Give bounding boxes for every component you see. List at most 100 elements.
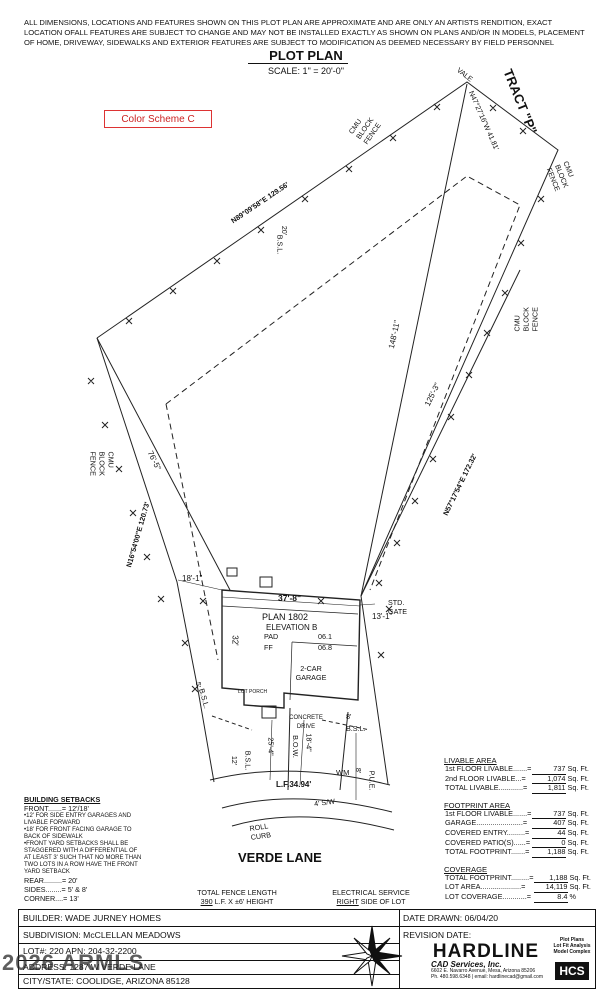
scale-label: SCALE: 1" = 20'-0" bbox=[268, 66, 344, 76]
subdivision-field: SUBDIVISION: McCLELLAN MEADOWS bbox=[23, 930, 181, 940]
date-drawn-field: DATE DRAWN: 06/04/20 bbox=[403, 913, 499, 923]
setback-corner: CORNER....= 13' bbox=[24, 894, 79, 903]
pad-label: PAD bbox=[264, 632, 279, 641]
walk bbox=[261, 705, 277, 719]
logo-sub: CAD Services, Inc. 6602 E. Navarro Avenu… bbox=[431, 960, 543, 981]
north-arrow bbox=[341, 925, 403, 987]
electrical-text: SIDE OF LOT bbox=[360, 897, 406, 906]
title-block: BUILDER: WADE JURNEY HOMES SUBDIVISION: … bbox=[18, 909, 596, 989]
bsl-bottom-left: B.S.L. bbox=[243, 750, 253, 771]
sidewalk-line bbox=[221, 798, 393, 813]
lot-field: LOT#: 220 APN: 204-32-2200 bbox=[23, 946, 137, 956]
setback-note-1: •12' FOR SIDE ENTRY GARAGES AND LIVABLE … bbox=[24, 813, 132, 826]
lot-boundary-left bbox=[96, 337, 215, 783]
roll-curb-label: ROLL CURB bbox=[248, 821, 272, 842]
hcs-logo: HCS bbox=[555, 962, 589, 980]
address-field: ADDRESS: 1287 W VERDE LANE bbox=[23, 962, 156, 972]
electrical-side: RIGHT bbox=[336, 897, 359, 906]
concrete-drive-label: CONCRETE DRIVE bbox=[289, 715, 323, 730]
bow-label: B.O.W. bbox=[290, 735, 300, 758]
diag-left bbox=[96, 337, 231, 591]
driveway-right bbox=[339, 711, 349, 791]
pue-label: P.U.E. bbox=[367, 770, 377, 791]
std-gate-label: STD. GATE bbox=[388, 598, 408, 616]
livable-heading: LIVABLE AREA bbox=[444, 756, 497, 765]
bsl-dashed-left bbox=[165, 403, 219, 661]
setback-note-2: •18' FOR FRONT FACING GARAGE TO BACK OF … bbox=[24, 827, 132, 840]
setback-rear: REAR.........= 20' bbox=[24, 876, 78, 885]
right-setback-dim: 13'-1" bbox=[372, 612, 393, 621]
setback-front: FRONT.......= 12'/18' bbox=[24, 804, 89, 813]
lot-porch-label: LOT PORCH bbox=[238, 689, 268, 695]
fence-qty: 390 bbox=[200, 897, 213, 906]
lot-boundary bbox=[96, 81, 559, 785]
building-setbacks: BUILDING SETBACKS FRONT.......= 12'/18' … bbox=[24, 795, 144, 903]
driveway-left bbox=[287, 707, 291, 791]
table-row: LOT COVERAGE............=8.4% bbox=[445, 891, 576, 903]
setbacks-heading: BUILDING SETBACKS bbox=[24, 795, 101, 804]
garage-label: 2-CAR GARAGE bbox=[295, 664, 327, 682]
setback-note-3: •FRONT YARD SETBACKS SHALL BE STAGGERED … bbox=[24, 841, 142, 875]
house-width-dim: 37'-8" bbox=[278, 593, 302, 603]
street-line-2 bbox=[231, 816, 395, 831]
setback-sides: SIDES........= 5' & 8' bbox=[24, 885, 88, 894]
ff-value: 06.8 bbox=[318, 643, 332, 652]
house-plan-name: PLAN 1802 bbox=[262, 612, 309, 622]
drive-25-dim: 25'-4" bbox=[266, 737, 276, 756]
bsl-dashed bbox=[165, 175, 521, 591]
pad-value: 06.1 bbox=[318, 632, 332, 641]
diag-long bbox=[360, 83, 468, 597]
house-elevation: ELEVATION B bbox=[266, 623, 318, 632]
electrical-service: ELECTRICAL SERVICE RIGHT SIDE OF LOT bbox=[326, 888, 416, 906]
rear-bsl-label: B.S.L. bbox=[275, 234, 285, 255]
fence-marks bbox=[87, 103, 545, 693]
front-8-dim: 8' bbox=[346, 712, 352, 721]
cmu-fence-left: CMU BLOCK FENCE bbox=[88, 451, 116, 476]
lf-dim: L.F.34.94' bbox=[276, 780, 312, 789]
builder-field: BUILDER: WADE JURNEY HOMES bbox=[23, 913, 161, 923]
page-title: PLOT PLAN bbox=[269, 48, 343, 63]
color-scheme-box: Color Scheme C bbox=[104, 110, 212, 128]
water-meter-label: WM bbox=[336, 768, 350, 777]
bsl-right-front: B.S.L. bbox=[346, 724, 366, 733]
left-setback-dim: 18'-1" bbox=[182, 574, 203, 583]
electrical-heading: ELECTRICAL SERVICE bbox=[332, 888, 410, 897]
area-summary: LIVABLE AREA 1st FLOOR LIVABLE.......=73… bbox=[444, 756, 592, 903]
diag-right bbox=[360, 269, 521, 597]
services-list: Plot Plans Lot Fit Analysis Model Comple… bbox=[553, 937, 591, 955]
title-underline bbox=[248, 63, 348, 64]
city-field: CITY/STATE: COOLIDGE, ARIZONA 85128 bbox=[23, 976, 190, 986]
watermark: 2026 ARMLS bbox=[2, 950, 145, 975]
house-depth-dim: 32' bbox=[230, 635, 240, 646]
disclaimer-text: ALL DIMENSIONS, LOCATIONS AND FEATURES S… bbox=[24, 18, 585, 47]
house-outline bbox=[221, 589, 361, 709]
street-name: VERDE LANE bbox=[238, 850, 322, 865]
revision-field: REVISION DATE: bbox=[403, 930, 472, 940]
meter-box bbox=[226, 567, 238, 577]
street-curb bbox=[209, 770, 391, 786]
front-5-dim: 5' bbox=[194, 681, 204, 688]
fence-text: L.F. X ±6' HEIGHT bbox=[214, 897, 274, 906]
fence-length: TOTAL FENCE LENGTH 390 L.F. X ±6' HEIGHT bbox=[182, 888, 292, 906]
front-12-dim: 12' bbox=[230, 755, 240, 766]
drive-18-dim: 18'-4" bbox=[304, 733, 314, 752]
cmu-fence-right: CMU BLOCK FENCE bbox=[512, 307, 540, 332]
fence-heading: TOTAL FENCE LENGTH bbox=[197, 888, 277, 897]
ff-label: FF bbox=[264, 643, 273, 652]
coverage-heading: COVERAGE bbox=[444, 864, 488, 874]
ac-pad bbox=[259, 576, 273, 588]
